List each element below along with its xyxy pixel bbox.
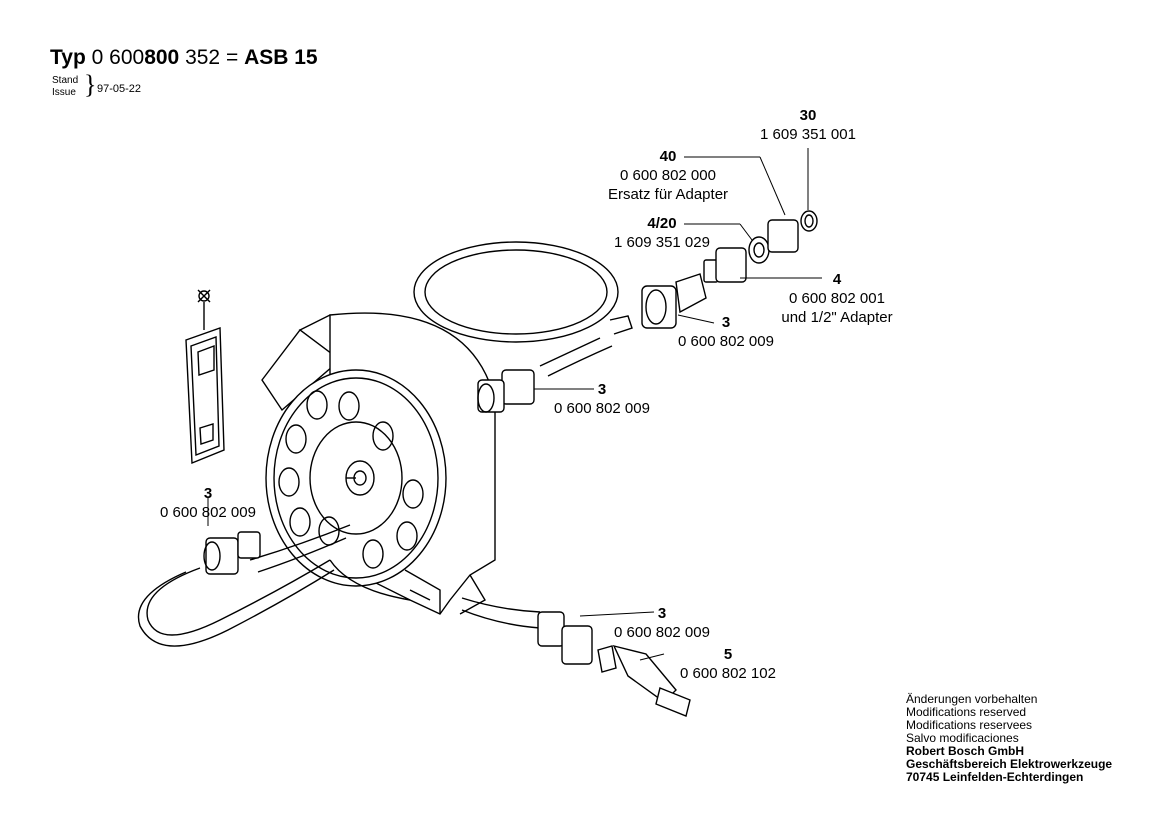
title-code-a: 0 600 xyxy=(91,46,145,69)
callout-description: und 1/2" Adapter xyxy=(781,309,893,326)
stand-label: Stand xyxy=(52,75,79,86)
notice-line: Salvo modificaciones xyxy=(906,731,1019,745)
callout-30: 30 1 609 351 001 xyxy=(752,106,864,144)
adapter-set xyxy=(641,210,818,329)
upper-hose-connector xyxy=(477,369,535,413)
issue-date: 97-05-22 xyxy=(97,83,142,95)
callout-number: 3 xyxy=(597,381,607,398)
title-code-b: 800 xyxy=(144,46,180,69)
callout-number: 3 xyxy=(203,485,213,502)
hose-coil xyxy=(413,241,633,377)
callout-part-number: 0 600 802 001 xyxy=(789,290,885,307)
callout-number: 3 xyxy=(657,605,667,622)
notice-line: Modifications reserved xyxy=(906,705,1027,719)
callout-part-number: 1 609 351 029 xyxy=(614,234,710,251)
callout-number: 40 xyxy=(659,148,677,165)
callout-part-number: 0 600 802 102 xyxy=(680,665,776,682)
callout-part-number: 0 600 802 009 xyxy=(554,400,650,417)
callout-40: 40 0 600 802 000 Ersatz für Adapter xyxy=(598,147,738,204)
callout-4: 4 0 600 802 001 und 1/2" Adapter xyxy=(770,270,904,327)
callout-part-number: 1 609 351 001 xyxy=(760,126,856,143)
modifications-notice: Änderungen vorbehalten Modifications res… xyxy=(906,693,1112,784)
callout-number: 4/20 xyxy=(647,215,677,232)
spray-nozzle xyxy=(597,644,691,717)
callout-5: 5 0 600 802 102 xyxy=(672,645,784,683)
callout-4-20: 4/20 1 609 351 029 xyxy=(606,214,718,252)
page-title: Typ 0 600800 352 = ASB 15 xyxy=(50,46,318,70)
notice-line: Änderungen vorbehalten xyxy=(906,692,1038,706)
company-name: Robert Bosch GmbH xyxy=(906,744,1025,758)
title-model: ASB 15 xyxy=(244,46,318,69)
callout-number: 3 xyxy=(721,314,731,331)
stand-issue-labels: Stand Issue xyxy=(52,75,78,99)
callout-number: 5 xyxy=(723,646,733,663)
hose-reel-housing xyxy=(261,312,496,615)
lower-hose-connector xyxy=(461,597,593,665)
company-division: Geschäftsbereich Elektrowerkzeuge xyxy=(906,757,1113,771)
callout-3-upper: 3 0 600 802 009 xyxy=(546,380,658,418)
callout-3-left: 3 0 600 802 009 xyxy=(152,484,264,522)
callout-3-adapter: 3 0 600 802 009 xyxy=(670,313,782,351)
callout-part-number: 0 600 802 009 xyxy=(614,624,710,641)
callout-description: Ersatz für Adapter xyxy=(607,186,729,203)
company-address: 70745 Leinfelden-Echterdingen xyxy=(906,770,1084,784)
callout-part-number: 0 600 802 009 xyxy=(678,333,774,350)
notice-line: Modifications reservees xyxy=(906,718,1033,732)
wall-bracket xyxy=(185,302,225,465)
title-typ: Typ xyxy=(50,46,86,69)
issue-label: Issue xyxy=(52,87,76,98)
callout-number: 4 xyxy=(832,271,842,288)
brace-icon: } xyxy=(84,70,97,99)
callout-part-number: 0 600 802 000 xyxy=(620,167,716,184)
crossed-circle-icon xyxy=(197,289,211,303)
leader-lines xyxy=(207,148,822,661)
callout-number: 30 xyxy=(799,107,817,124)
callout-part-number: 0 600 802 009 xyxy=(160,504,256,521)
left-hose-connector xyxy=(137,524,351,647)
title-code-c: 352 = xyxy=(185,46,239,69)
callout-3-lower: 3 0 600 802 009 xyxy=(606,604,718,642)
